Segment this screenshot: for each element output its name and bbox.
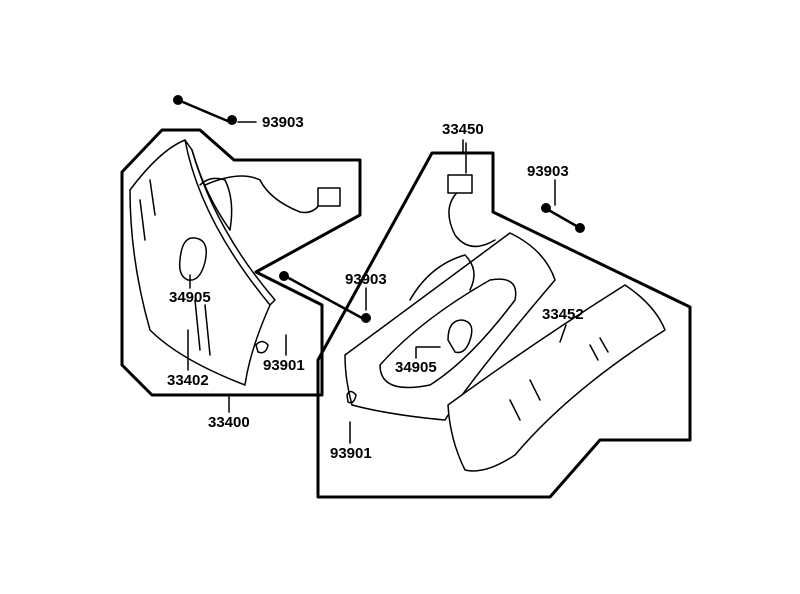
callout-left-assembly: 33400 xyxy=(208,414,250,431)
right-lamp-housing xyxy=(344,174,556,421)
callout-screw-top-left: 93903 xyxy=(262,114,304,131)
callout-bulb-right: 34905 xyxy=(395,359,437,376)
callout-screw-small-right: 93901 xyxy=(330,445,372,462)
callout-screw-middle: 93903 xyxy=(345,271,387,288)
screw-heads xyxy=(173,95,585,323)
screws xyxy=(176,98,582,320)
callout-screw-small-left: 93901 xyxy=(263,357,305,374)
left-lamp-housing xyxy=(129,139,341,386)
callout-right-assembly: 33450 xyxy=(442,121,484,138)
right-lens xyxy=(447,284,666,472)
callout-screw-top-right: 93903 xyxy=(527,163,569,180)
right-assembly-outline xyxy=(316,151,692,499)
callout-lens-left: 33402 xyxy=(167,372,209,389)
leader-lines xyxy=(187,121,567,444)
callout-bulb-left: 34905 xyxy=(169,289,211,306)
left-assembly-outline xyxy=(120,128,362,397)
callout-lens-right: 33452 xyxy=(542,306,584,323)
